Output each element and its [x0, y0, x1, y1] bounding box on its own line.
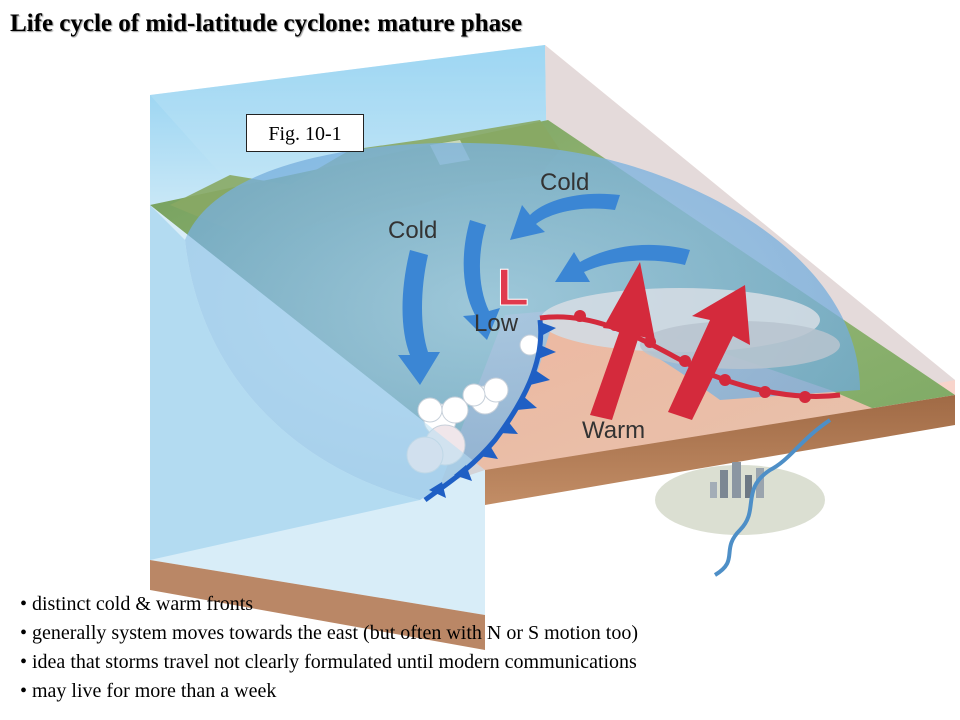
bullet-item: • generally system moves towards the eas…: [20, 622, 639, 644]
cold-arrow-3: [398, 250, 440, 385]
figure-label: Fig. 10-1: [246, 114, 364, 152]
river-icon: [713, 418, 832, 577]
cold-front-line: [423, 319, 544, 503]
warm-sector: [440, 310, 900, 485]
label-cold-left: Cold: [388, 217, 437, 244]
bullet-item: • distinct cold & warm fronts: [20, 593, 254, 615]
stratus-cloud-icon-2: [640, 321, 840, 369]
warm-arrow-2: [668, 285, 750, 420]
label-warm: Warm: [582, 417, 645, 444]
sky-right-wall: [545, 45, 955, 395]
right-side-ground: [485, 395, 955, 505]
page-title: Life cycle of mid-latitude cyclone: matu…: [10, 10, 522, 37]
warm-air-arrows: [590, 262, 750, 420]
cold-arrow-1: [510, 193, 620, 240]
cold-front-triangles: [429, 322, 556, 498]
label-cold-upper: Cold: [540, 169, 589, 196]
bullet-list: • distinct cold & warm fronts • generall…: [20, 590, 638, 706]
warm-arrow-1: [590, 262, 655, 420]
cold-arrow-2: [555, 244, 690, 282]
left-side-ground: [150, 560, 485, 650]
label-low: Low: [474, 310, 519, 337]
bullet-item: • may live for more than a week: [20, 680, 277, 702]
cold-arrow-4: [463, 220, 500, 340]
cold-air-arrows: [398, 193, 690, 385]
low-symbol: L: [497, 259, 529, 317]
front-glass: [150, 205, 485, 615]
city-icon: [655, 462, 825, 535]
bullet-item: • idea that storms travel not clearly fo…: [20, 651, 637, 673]
